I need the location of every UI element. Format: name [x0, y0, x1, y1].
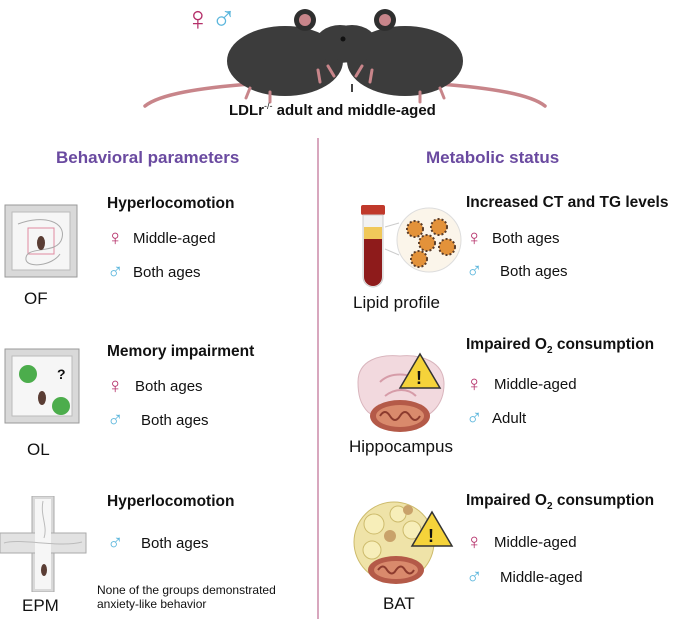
warning-icon: ! — [416, 368, 422, 388]
female-symbol-icon: ♀ — [185, 0, 211, 38]
item-heading-hippocampus: Impaired O2 consumption — [466, 336, 655, 357]
male-symbol-icon: ♂ — [107, 407, 124, 432]
result-row: ♀ Both ages — [107, 375, 203, 397]
test-heading-ol: Memory impairment — [107, 343, 255, 360]
item-heading-bat: Impaired O2 consumption — [466, 492, 655, 513]
female-symbol-icon: ♀ — [466, 371, 483, 396]
result-text: Middle-aged — [133, 229, 216, 247]
mice-illustration — [143, 9, 547, 108]
result-text: Both ages — [500, 262, 568, 280]
note-line: anxiety-like behavior — [97, 597, 207, 611]
open-field-box-icon — [4, 204, 78, 278]
result-row: ♂ Middle-aged — [466, 566, 583, 588]
test-label-of: OF — [24, 289, 48, 308]
divider — [317, 138, 319, 619]
result-text: Both ages — [492, 229, 560, 247]
test-label-epm: EPM — [22, 596, 59, 615]
result-row: ♂ Adult — [466, 407, 526, 429]
item-label-lipid: Lipid profile — [353, 293, 440, 312]
result-text: Both ages — [133, 263, 201, 281]
result-text: Middle-aged — [494, 533, 577, 551]
male-symbol-icon: ♂ — [211, 0, 237, 38]
female-symbol-icon: ♀ — [107, 225, 124, 250]
object-location-box-icon — [4, 348, 80, 424]
female-symbol-icon: ♀ — [107, 373, 124, 398]
female-symbol-icon: ♀ — [466, 225, 483, 250]
brain-section-icon — [357, 352, 445, 432]
result-row: ♂ Both ages — [107, 409, 209, 431]
female-symbol-icon: ♀ — [466, 529, 483, 554]
male-symbol-icon: ♂ — [466, 405, 483, 430]
question-mark-icon: ? — [57, 366, 66, 382]
result-row: ♀ Middle-aged — [466, 373, 577, 395]
blood-tube-icon — [361, 205, 462, 288]
test-label-ol: OL — [27, 440, 50, 459]
note-line: None of the groups demonstrated — [97, 583, 276, 597]
male-symbol-icon: ♂ — [466, 258, 483, 283]
result-row: ♀ Middle-aged — [466, 531, 577, 553]
test-heading-of: Hyperlocomotion — [107, 195, 235, 212]
item-heading-lipid: Increased CT and TG levels — [466, 194, 669, 211]
elevated-plus-maze-icon — [0, 496, 87, 592]
result-text: Middle-aged — [494, 375, 577, 393]
brown-adipose-tissue-icon — [353, 501, 454, 584]
section-title-metabolic: Metabolic status — [426, 148, 560, 167]
result-row: ♀ Middle-aged — [107, 227, 216, 249]
test-heading-epm: Hyperlocomotion — [107, 493, 235, 510]
section-title-behavioral: Behavioral parameters — [56, 148, 240, 167]
result-text: Both ages — [141, 534, 209, 552]
result-text: Middle-aged — [500, 568, 583, 586]
male-symbol-icon: ♂ — [107, 530, 124, 555]
male-symbol-icon: ♂ — [107, 259, 124, 284]
page-title: LDLr-/- adult and middle-aged — [229, 101, 436, 119]
result-row: ♂ Both ages — [107, 532, 209, 554]
result-text: Both ages — [135, 377, 203, 395]
anxiety-note: None of the groups demonstrated anxiety-… — [97, 583, 276, 611]
warning-icon: ! — [428, 526, 434, 546]
result-row: ♀ Both ages — [466, 227, 560, 249]
item-label-bat: BAT — [383, 594, 415, 613]
result-text: Adult — [492, 409, 527, 427]
result-row: ♂ Both ages — [466, 260, 568, 282]
male-symbol-icon: ♂ — [466, 564, 483, 589]
item-label-hippocampus: Hippocampus — [349, 437, 453, 456]
result-text: Both ages — [141, 411, 209, 429]
result-row: ♂ Both ages — [107, 261, 201, 283]
